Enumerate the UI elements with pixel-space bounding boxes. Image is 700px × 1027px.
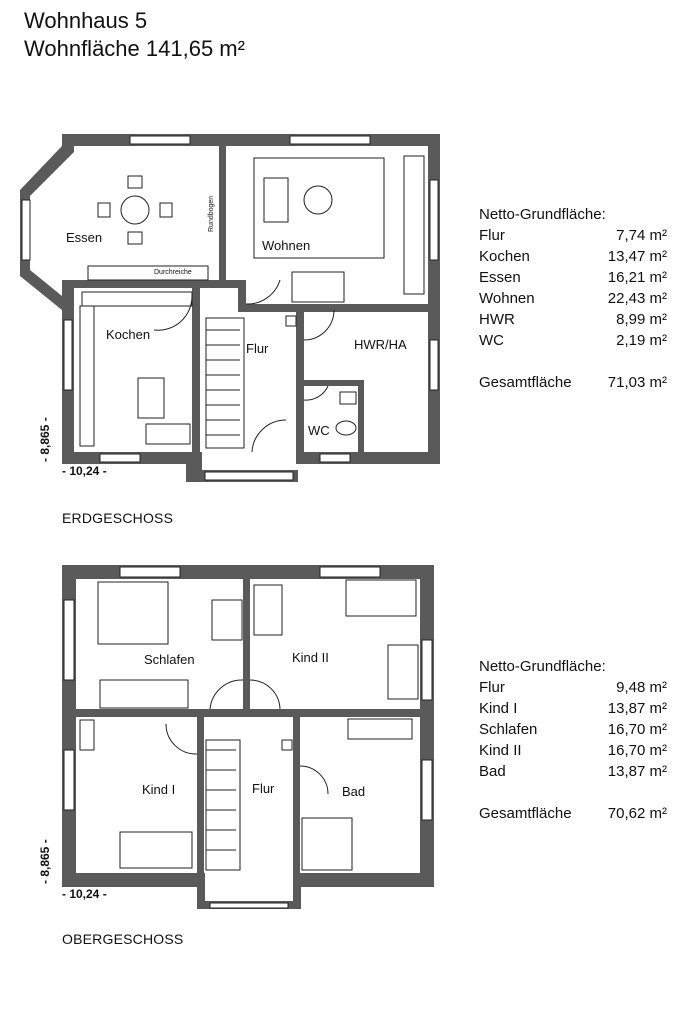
area-value: 7,74 m² <box>616 227 667 244</box>
depth-dimension-eg: - 8,865 - <box>38 417 52 462</box>
room-wohnen: Wohnen <box>262 238 311 253</box>
area-row: Flur 7,74 m² <box>479 227 667 248</box>
ground-floor-label: ERDGESCHOSS <box>62 510 174 526</box>
area-total-row: Gesamtfläche 71,03 m² <box>479 374 667 395</box>
area-row: HWR 8,99 m² <box>479 311 667 332</box>
area-row: Essen 16,21 m² <box>479 269 667 290</box>
area-name: WC <box>479 332 504 349</box>
total-value: 71,03 m² <box>607 374 667 391</box>
area-value: 9,48 m² <box>616 679 667 696</box>
area-name: Essen <box>479 269 521 286</box>
area-name: Wohnen <box>479 290 535 307</box>
area-value: 16,21 m² <box>607 269 667 286</box>
room-kind1: Kind I <box>142 782 176 797</box>
house-title: Wohnhaus 5 <box>24 8 148 33</box>
label-durchreiche: Durchreiche <box>154 269 192 276</box>
width-dimension-eg: - 10,24 - <box>62 464 107 478</box>
area-row: Kind I 13,87 m² <box>479 700 667 721</box>
area-name: Bad <box>479 763 506 780</box>
area-value: 13,87 m² <box>607 700 667 717</box>
area-row: Bad 13,87 m² <box>479 763 667 784</box>
area-value: 2,19 m² <box>616 332 667 349</box>
area-value: 13,47 m² <box>607 248 667 265</box>
upper-floor-windows <box>63 566 433 909</box>
area-name: Flur <box>479 227 505 244</box>
room-flur-og: Flur <box>252 781 275 796</box>
area-name: Kochen <box>479 248 530 265</box>
room-kind2: Kind II <box>292 650 329 665</box>
area-total-row: Gesamtfläche 70,62 m² <box>479 805 667 826</box>
ground-floor-walls <box>20 134 440 482</box>
room-wc: WC <box>308 423 330 438</box>
area-name: Flur <box>479 679 505 696</box>
area-row: Kind II 16,70 m² <box>479 742 667 763</box>
area-value: 13,87 m² <box>607 763 667 780</box>
room-bad: Bad <box>342 784 366 799</box>
upper-floor-area-table: Netto-Grundfläche: Flur 9,48 m² Kind I 13,… <box>479 658 667 826</box>
width-dimension-og: - 10,24 - <box>62 887 107 901</box>
ground-floor-area-table: Netto-Grundfläche: Flur 7,74 m² Kochen 13,… <box>479 206 667 395</box>
upper-floor-walls <box>62 565 434 909</box>
area-value: 22,43 m² <box>607 290 667 307</box>
area-name: Kind II <box>479 742 522 759</box>
area-name: HWR <box>479 311 515 328</box>
area-row: Schlafen 16,70 m² <box>479 721 667 742</box>
room-flur-eg: Flur <box>246 341 269 356</box>
living-area-title: Wohnfläche 141,65 m² <box>24 36 245 61</box>
area-value: 8,99 m² <box>616 311 667 328</box>
area-row: Flur 9,48 m² <box>479 679 667 700</box>
total-label: Gesamtfläche <box>479 805 572 822</box>
depth-dimension-og: - 8,865 - <box>38 839 52 884</box>
upper-floor-furniture <box>79 579 419 871</box>
total-label: Gesamtfläche <box>479 374 572 391</box>
upper-floor-label: OBERGESCHOSS <box>62 931 184 947</box>
area-table-header: Netto-Grundfläche: <box>479 206 606 223</box>
area-row: WC 2,19 m² <box>479 332 667 353</box>
area-name: Kind I <box>479 700 518 717</box>
total-value: 70,62 m² <box>607 805 667 822</box>
area-value: 16,70 m² <box>607 721 667 738</box>
room-kochen: Kochen <box>106 327 151 342</box>
ground-floor-windows <box>21 135 439 481</box>
ground-floor-furniture <box>79 155 425 453</box>
area-name: Schlafen <box>479 721 538 738</box>
area-row: Wohnen 22,43 m² <box>479 290 667 311</box>
area-value: 16,70 m² <box>607 742 667 759</box>
area-table-header: Netto-Grundfläche: <box>479 658 606 675</box>
room-essen: Essen <box>66 230 103 245</box>
room-hwr: HWR/HA <box>354 337 407 352</box>
area-row: Kochen 13,47 m² <box>479 248 667 269</box>
room-schlafen: Schlafen <box>144 652 195 667</box>
label-rundbogen: Rundbogen <box>208 195 215 232</box>
